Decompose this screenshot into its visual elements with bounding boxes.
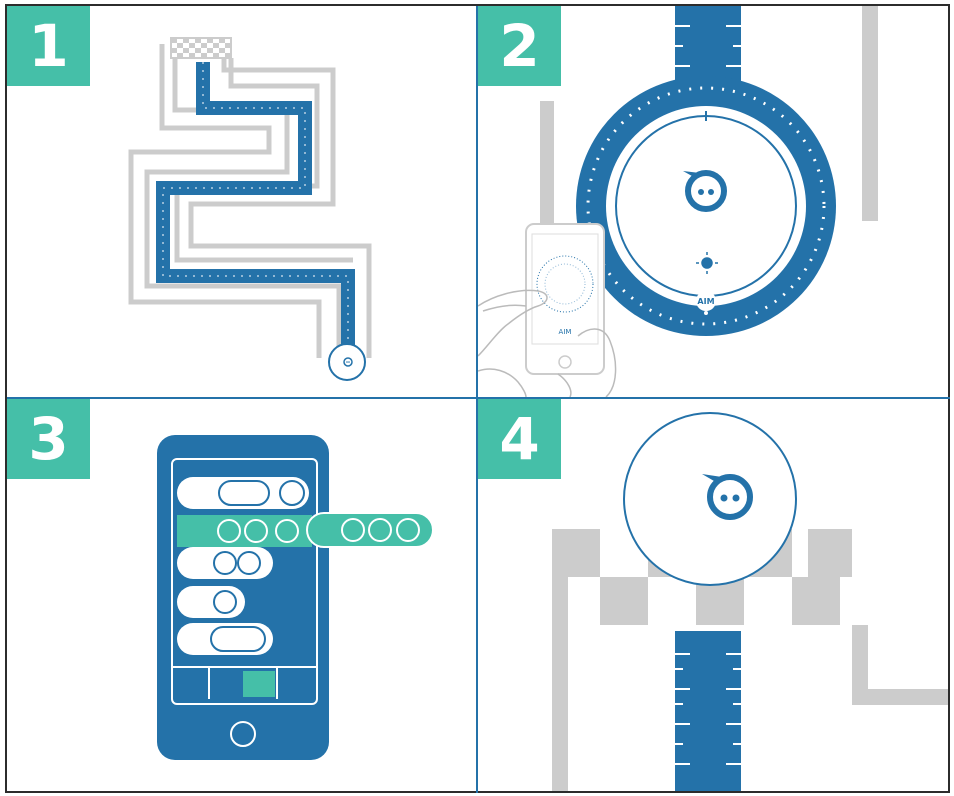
step-1-number: 1 [28,12,69,80]
horizontal-divider [7,397,950,399]
step-2-number: 2 [499,12,540,80]
program-illustration [157,435,434,760]
svg-text:AIM: AIM [697,297,714,306]
step-3-number: 3 [28,405,69,473]
step-4-number: 4 [499,405,540,473]
svg-text:AIM: AIM [559,328,572,336]
home-button-icon [230,721,256,747]
step-3-badge: 3 [7,399,90,479]
home-button-icon [558,355,572,369]
panel-step-4: 4 [478,399,948,791]
led-light-icon [696,252,718,274]
maze-illustration [128,37,372,381]
step-4-badge: 4 [478,399,561,479]
step-1-badge: 1 [7,6,90,86]
panel-step-2: 2 AIM [478,6,948,397]
step-2-badge: 2 [478,6,561,86]
panel-step-3: 3 [7,399,476,791]
sphero-face-icon [343,357,353,367]
sphero-face-icon [702,474,753,520]
vertical-divider [476,6,478,793]
aim-icon: AIM [696,291,716,315]
finish-flag-icon [170,37,232,59]
sphero-face-icon [683,170,727,212]
panel-step-1: 1 [7,6,476,397]
finish-illustration [552,412,948,791]
aim-illustration: AIM AIM [478,6,878,397]
